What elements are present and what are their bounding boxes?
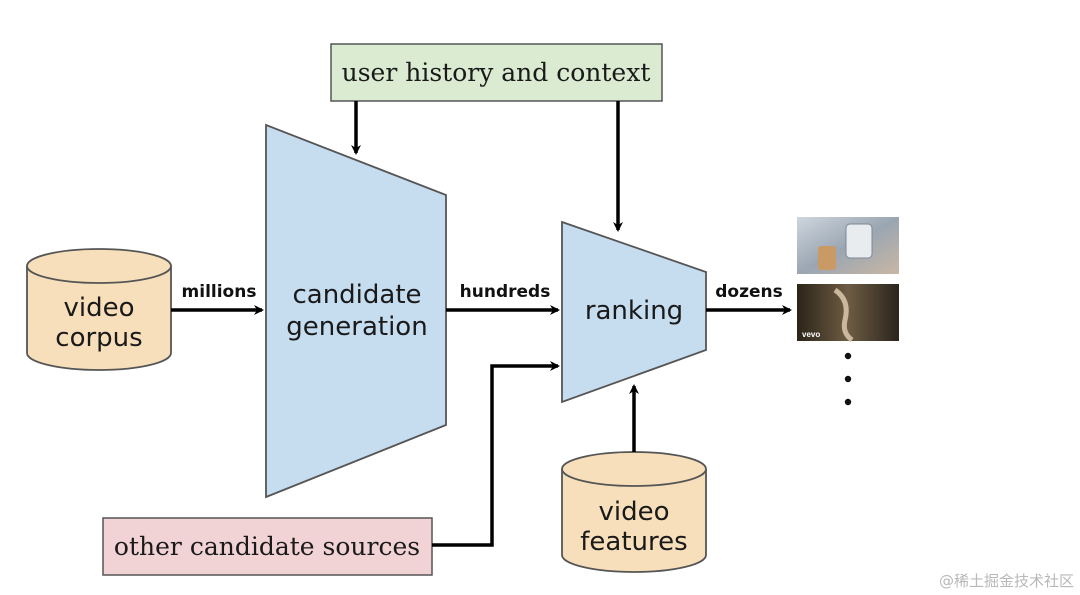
video-corpus-label-line2: corpus — [55, 323, 142, 353]
edge-label-millions: millions — [182, 282, 257, 302]
more-results-ellipsis — [844, 352, 852, 406]
other-sources-node: other candidate sources — [102, 517, 433, 576]
user-history-node: user history and context — [330, 43, 663, 102]
user-history-label: user history and context — [342, 58, 651, 87]
ranking-node: ranking — [561, 220, 707, 404]
watermark: @稀土掘金技术社区 — [938, 572, 1074, 590]
video-features-label-line2: features — [580, 527, 687, 557]
ranking-label: ranking — [585, 296, 683, 326]
output-thumbnail-2: vevo — [797, 284, 899, 343]
video-corpus-label-line1: video — [63, 293, 134, 323]
edge-label-hundreds: hundreds — [460, 282, 551, 302]
thumbnail-caption: vevo — [802, 330, 820, 339]
video-features-label-line1: video — [598, 497, 669, 527]
other-sources-label: other candidate sources — [114, 532, 420, 561]
other-sources-to-ranking-arrow — [432, 361, 560, 547]
video-features-node: video features — [561, 451, 707, 573]
candidate-generation-label-line2: generation — [286, 312, 427, 342]
edge-label-dozens: dozens — [715, 282, 783, 302]
output-thumbnail-1 — [797, 217, 899, 274]
candidate-generation-label-line1: candidate — [292, 280, 421, 310]
video-corpus-node: video corpus — [26, 248, 172, 371]
candidate-generation-node: candidate generation — [265, 123, 447, 499]
